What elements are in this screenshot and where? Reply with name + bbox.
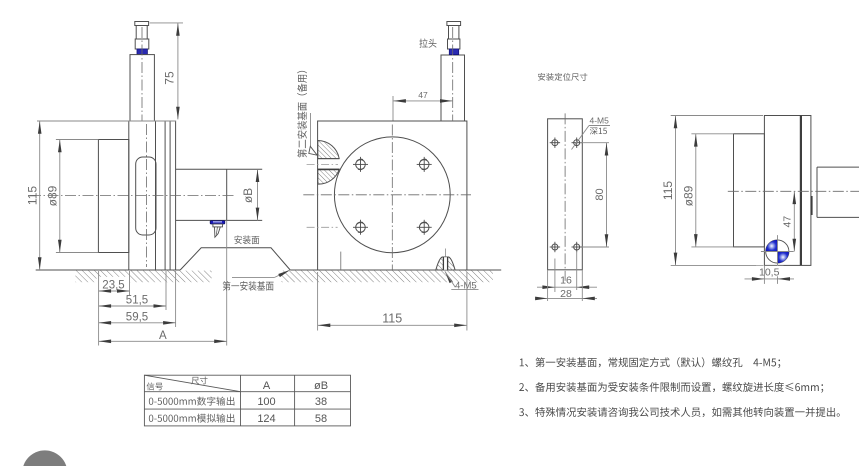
svg-text:A: A bbox=[263, 380, 271, 392]
svg-text:59,5: 59,5 bbox=[126, 311, 148, 323]
svg-text:ø89: ø89 bbox=[45, 185, 59, 206]
svg-text:28: 28 bbox=[560, 288, 572, 300]
svg-text:115: 115 bbox=[382, 312, 402, 326]
svg-text:115: 115 bbox=[26, 186, 40, 205]
svg-text:4-M5: 4-M5 bbox=[455, 281, 477, 292]
svg-text:ø89: ø89 bbox=[681, 185, 695, 206]
svg-text:38: 38 bbox=[315, 396, 327, 408]
svg-text:16: 16 bbox=[560, 275, 572, 287]
svg-text:47: 47 bbox=[418, 90, 428, 100]
svg-text:10,5: 10,5 bbox=[759, 266, 780, 278]
svg-text:47: 47 bbox=[782, 216, 794, 228]
svg-text:4-M5: 4-M5 bbox=[590, 116, 610, 126]
svg-text:A: A bbox=[159, 330, 167, 342]
svg-text:75: 75 bbox=[163, 71, 177, 85]
svg-text:124: 124 bbox=[257, 413, 275, 425]
svg-text:58: 58 bbox=[315, 413, 327, 425]
svg-text:100: 100 bbox=[257, 396, 275, 408]
svg-text:51,5: 51,5 bbox=[126, 295, 148, 307]
svg-text:øB: øB bbox=[241, 188, 255, 203]
svg-text:23,5: 23,5 bbox=[102, 280, 124, 292]
svg-text:øB: øB bbox=[314, 380, 328, 392]
svg-text:115: 115 bbox=[661, 181, 675, 200]
svg-text:80: 80 bbox=[594, 188, 606, 200]
